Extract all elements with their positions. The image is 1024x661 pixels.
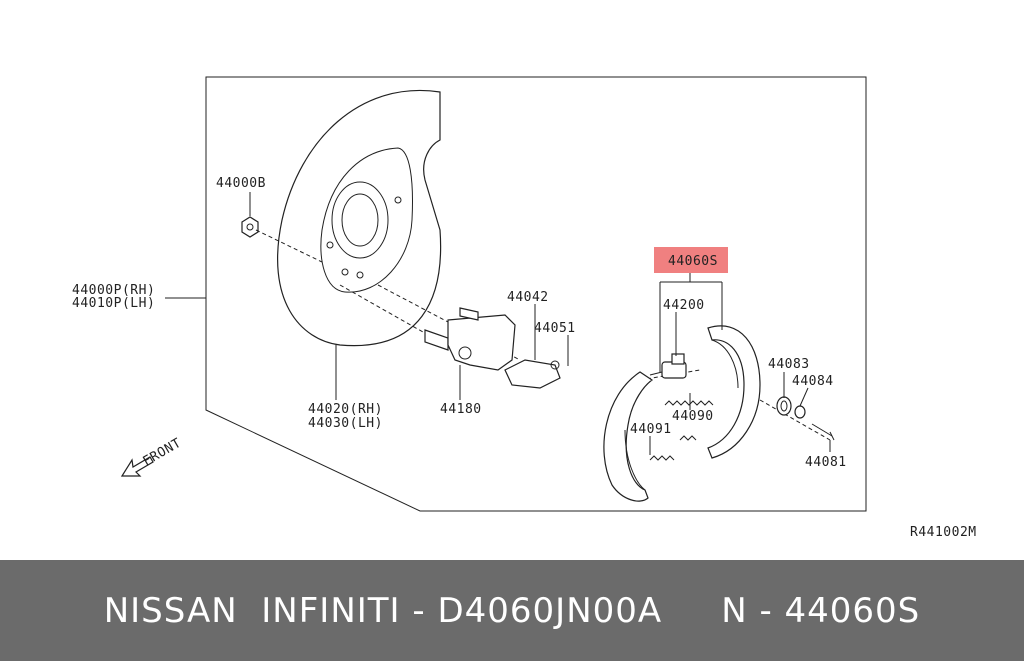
pin-44081	[811, 423, 835, 441]
label-44081: 44081	[805, 455, 847, 470]
spring-44090	[664, 400, 714, 406]
footer-bar: NISSAN INFINITI - D4060JN00A N - 44060S	[0, 560, 1024, 661]
label-44010p: 44010P(LH)	[72, 296, 155, 311]
brake-shoe-left	[603, 371, 654, 502]
label-44000p: 44000P(RH)	[72, 283, 155, 298]
spring-44091	[649, 435, 697, 461]
label-44180: 44180	[440, 402, 482, 417]
parts-diagram: 44000B 44000P(RH) 44010P(LH) 44020(RH) 4…	[72, 76, 977, 540]
lever-44042	[504, 345, 561, 389]
label-44091: 44091	[630, 422, 672, 437]
highlight-44060s	[654, 247, 728, 273]
backing-plate	[277, 89, 442, 347]
label-44042: 44042	[507, 290, 549, 305]
front-label: FRONT	[141, 436, 185, 470]
nut-44000b	[241, 216, 259, 238]
label-44020: 44020(RH)	[308, 402, 383, 417]
label-44083: 44083	[768, 357, 810, 372]
reference-code: R441002M	[910, 525, 977, 540]
label-44000b: 44000B	[216, 176, 266, 191]
spring-cup-44083	[776, 396, 792, 416]
diagram-frame	[205, 76, 867, 512]
brake-shoe-right	[707, 325, 761, 459]
bracket-44180	[424, 307, 516, 371]
adjuster-44200	[649, 353, 687, 379]
label-44084: 44084	[792, 374, 834, 389]
retainer-44084	[794, 405, 806, 419]
label-44200: 44200	[663, 298, 705, 313]
part-number-caption: NISSAN INFINITI - D4060JN00A N - 44060S	[103, 590, 921, 631]
label-44051: 44051	[534, 321, 576, 336]
front-arrow-icon	[120, 456, 154, 477]
label-44030: 44030(LH)	[308, 416, 383, 431]
label-44090: 44090	[672, 409, 714, 424]
label-44060s: 44060S	[668, 254, 718, 269]
